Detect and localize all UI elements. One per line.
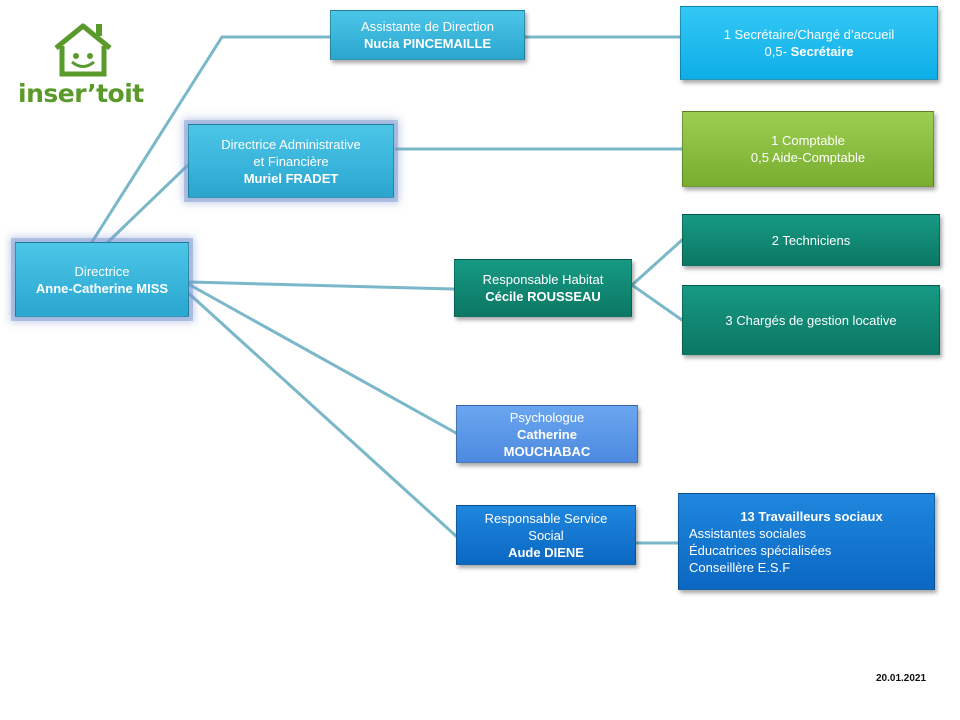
connector-directrice-habitat bbox=[188, 280, 456, 291]
travailleurs-item: Éducatrices spécialisées bbox=[689, 542, 832, 558]
daf-role-line1: Directrice Administrative bbox=[221, 136, 361, 152]
psychologue-name-line2: MOUCHABAC bbox=[503, 443, 591, 459]
secretariat-line2-prefix: 0,5- bbox=[764, 44, 791, 59]
psychologue-role: Psychologue bbox=[509, 409, 585, 425]
comptable-line1: 1 Comptable bbox=[771, 133, 845, 148]
travailleurs-item: Assistantes sociales bbox=[689, 525, 807, 541]
node-assistante: Assistante de Direction Nucia PINCEMAILL… bbox=[330, 10, 525, 60]
psychologue-name-line1: Catherine bbox=[517, 426, 577, 442]
node-daf: Directrice Administrative et Financière … bbox=[188, 124, 394, 198]
secretariat-line1: 1 Secrétaire/Chargé d’accueil bbox=[723, 27, 895, 42]
directrice-role: Directrice bbox=[74, 263, 130, 279]
travailleurs-title: 13 Travailleurs sociaux bbox=[740, 508, 883, 524]
comptable-line2: 0,5 Aide-Comptable bbox=[750, 150, 866, 165]
node-directrice: Directrice Anne-Catherine MISS bbox=[15, 242, 189, 317]
node-travailleurs: 13 Travailleurs sociaux Assistantes soci… bbox=[678, 493, 935, 590]
connector-habitat-techniciens bbox=[630, 238, 684, 287]
inser-toit-logo: inser’toit bbox=[18, 22, 148, 112]
node-psychologue: Psychologue Catherine MOUCHABAC bbox=[456, 405, 638, 463]
habitat-name: Cécile ROUSSEAU bbox=[485, 289, 601, 304]
document-date: 20.01.2021 bbox=[876, 673, 927, 684]
social-role-line1: Responsable Service bbox=[484, 510, 608, 526]
secretariat-line2: 0,5- Secrétaire bbox=[765, 43, 854, 60]
assistante-name: Nucia PINCEMAILLE bbox=[363, 36, 492, 51]
travailleurs-item: Conseillère E.S.F bbox=[689, 559, 791, 575]
social-name: Aude DIENE bbox=[508, 544, 584, 560]
node-techniciens: 2 Techniciens bbox=[682, 214, 940, 266]
connector-directrice-daf bbox=[106, 163, 190, 244]
connector-directrice-assistante bbox=[90, 35, 332, 244]
social-role-line2: Social bbox=[528, 527, 564, 543]
gestion-text: 3 Chargés de gestion locative bbox=[725, 312, 897, 328]
node-comptable: 1 Comptable 0,5 Aide-Comptable bbox=[682, 111, 934, 187]
techniciens-text: 2 Techniciens bbox=[771, 232, 851, 248]
directrice-name: Anne-Catherine MISS bbox=[35, 280, 169, 296]
secretariat-line2-bold: Secrétaire bbox=[790, 44, 854, 59]
habitat-role: Responsable Habitat bbox=[482, 272, 604, 287]
connector-directrice-psychologue bbox=[188, 283, 458, 435]
connector-directrice-social bbox=[183, 288, 458, 538]
node-social: Responsable Service Social Aude DIENE bbox=[456, 505, 636, 565]
node-secretariat: 1 Secrétaire/Chargé d’accueil 0,5- Secré… bbox=[680, 6, 938, 80]
connector-habitat-gestion bbox=[630, 283, 684, 322]
assistante-role: Assistante de Direction bbox=[361, 19, 494, 34]
daf-role-line2: et Financière bbox=[253, 153, 329, 169]
node-habitat: Responsable Habitat Cécile ROUSSEAU bbox=[454, 259, 632, 317]
daf-name: Muriel FRADET bbox=[243, 170, 339, 186]
logo-wordmark: inser’toit bbox=[18, 79, 144, 108]
node-gestion: 3 Chargés de gestion locative bbox=[682, 285, 940, 355]
house-smiley-icon bbox=[54, 23, 112, 77]
